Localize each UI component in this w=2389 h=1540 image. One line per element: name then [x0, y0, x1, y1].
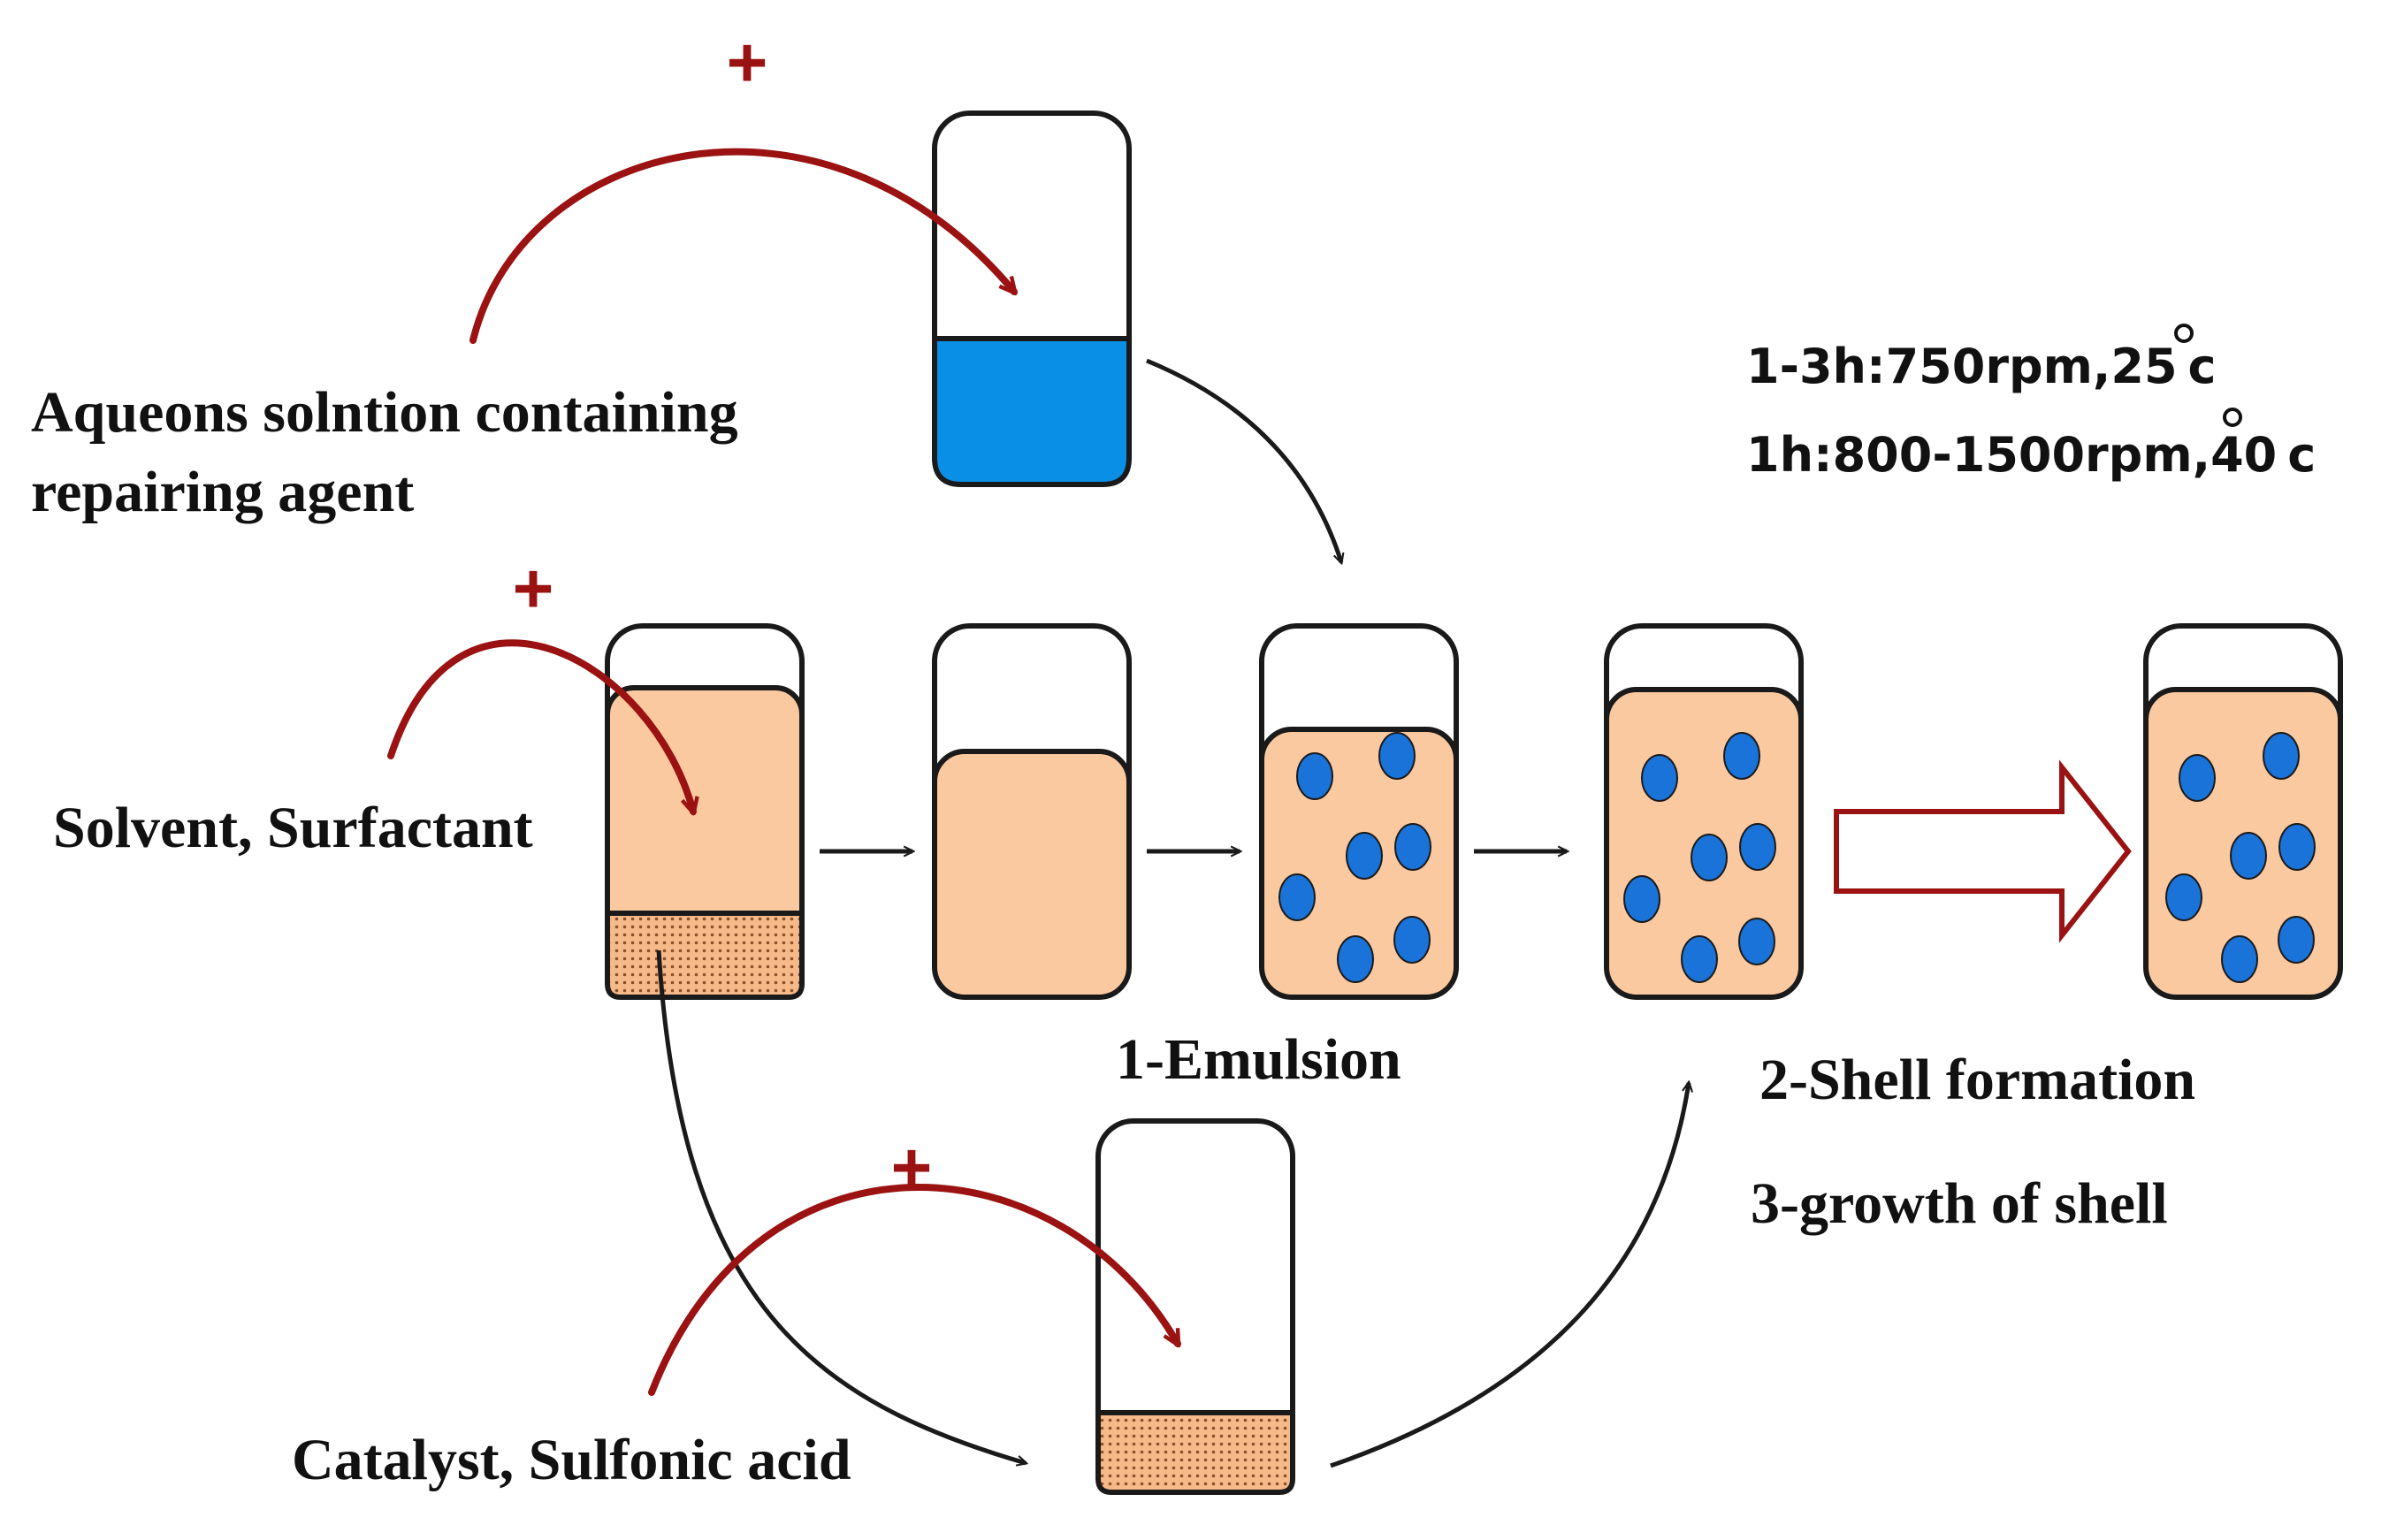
process-arrows	[656, 358, 1689, 1468]
capsule	[1681, 935, 1718, 983]
droplet	[1393, 916, 1431, 964]
arrow-sediment-to-catalyst	[656, 949, 1026, 1463]
droplet	[1346, 832, 1383, 880]
droplet	[1394, 823, 1431, 871]
red-arrow-solvent	[387, 639, 693, 812]
catalyst-beaker	[1095, 1118, 1295, 1495]
shell-formation-beaker	[1604, 623, 1804, 1000]
catalyst-label: Catalyst, Sulfonic acid	[292, 1428, 851, 1492]
shell-growth-step-label: 3-growth of shell	[1751, 1171, 2168, 1236]
aqueous-beaker	[932, 111, 1132, 487]
droplets	[1278, 732, 1431, 983]
catalyst-layer	[1095, 1410, 1295, 1495]
droplet	[1296, 752, 1333, 800]
aqueous-liquid	[932, 336, 1132, 487]
hollow-red-arrow	[1834, 759, 2132, 943]
degree-symbol-2	[2223, 408, 2242, 427]
sediment-layer	[605, 911, 805, 1000]
plus-signs: + + +	[513, 23, 933, 1207]
emulsion-step-label: 1-Emulsion	[1116, 1027, 1401, 1092]
shell-growth-beaker	[2143, 623, 2343, 1000]
red-arrow-aqueous	[469, 148, 1014, 344]
arrow-catalyst-to-shell	[1330, 1083, 1689, 1468]
capsule	[2263, 732, 2300, 780]
capsule	[2230, 832, 2267, 880]
droplet	[1278, 873, 1316, 921]
capsule	[1738, 918, 1775, 965]
plus-sign-catalyst: +	[891, 1128, 933, 1207]
red-arrow-catalyst	[648, 1184, 1181, 1396]
emulsion-beaker	[1259, 623, 1459, 1000]
capsule	[1641, 754, 1678, 802]
organic-phase-beaker	[605, 623, 805, 1000]
capsule	[2278, 916, 2315, 964]
condition-1-text: 1-3h:750rpm,25	[1746, 339, 2178, 394]
capsules	[1623, 732, 1776, 983]
condition-2-unit: c	[2287, 427, 2316, 483]
capsule	[1623, 875, 1660, 923]
condition-2-text: 1h:800-1500rpm,40	[1746, 427, 2277, 483]
condition-1-unit: c	[2188, 339, 2217, 394]
capsule	[1723, 732, 1760, 780]
capsule	[2278, 823, 2316, 871]
mixed-liquid	[932, 749, 1132, 1000]
mixing-beaker	[932, 623, 1132, 1000]
capsule	[2179, 754, 2216, 802]
plus-sign-solvent: +	[513, 549, 554, 628]
degree-symbol-1	[2174, 324, 2194, 343]
arrow-aqueous-to-emulsion	[1146, 358, 1341, 562]
capsule	[1739, 823, 1776, 871]
plus-sign-aqueous: +	[727, 23, 768, 102]
grown-capsules	[2165, 732, 2316, 983]
capsule	[1691, 834, 1728, 881]
capsule	[2165, 873, 2202, 921]
droplet	[1378, 732, 1416, 780]
aqueous-label-line1: Aqueons solntion containing	[31, 380, 738, 445]
aqueous-label-line2: repairing agent	[31, 460, 414, 524]
capsule	[2221, 935, 2258, 983]
solvent-label: Solvent, Surfactant	[53, 796, 533, 860]
addition-arrows	[387, 148, 1181, 1396]
shell-formation-step-label: 2-Shell formation	[1759, 1048, 2195, 1112]
droplet	[1337, 935, 1374, 983]
